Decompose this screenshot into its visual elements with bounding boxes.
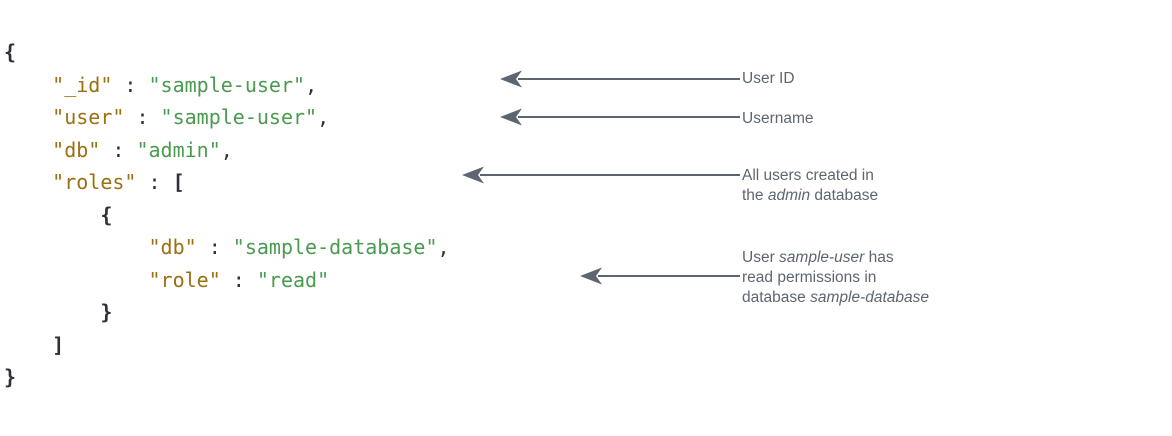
code-line: { — [4, 36, 450, 69]
annotation-line: the admin database — [742, 186, 878, 206]
annotation-username: Username — [742, 109, 814, 129]
arrow-head-icon — [500, 108, 522, 126]
leader-arrow-user-id — [500, 70, 740, 88]
code-indent — [4, 105, 52, 129]
annotation-line: User sample-user has — [742, 248, 929, 268]
leader-arrow-admin-database — [462, 166, 740, 184]
code-line: "db" : "admin", — [4, 134, 450, 167]
code-token-comma: , — [437, 235, 450, 259]
code-line: "_id" : "sample-user", — [4, 69, 450, 102]
code-token-colon: : — [136, 170, 173, 194]
annotation-line: database sample-database — [742, 288, 929, 308]
annotation-line: User ID — [742, 69, 795, 89]
annotation-line: Username — [742, 109, 814, 129]
arrow-head-icon — [500, 70, 522, 88]
code-token-punct: ] — [52, 332, 65, 357]
annotation-text: All users created in — [742, 167, 874, 184]
annotation-emphasis: sample-user — [779, 249, 865, 266]
code-indent — [4, 73, 52, 97]
code-indent — [4, 203, 100, 227]
code-token-key: "_id" — [52, 72, 113, 97]
arrow-head-icon — [462, 166, 484, 184]
code-indent — [4, 138, 52, 162]
code-token-key: "role" — [148, 267, 221, 292]
annotation-emphasis: admin — [767, 187, 811, 204]
annotation-line: read permissions in — [742, 268, 929, 288]
annotation-user-id: User ID — [742, 69, 795, 89]
annotation-emphasis: sample-database — [810, 289, 930, 306]
code-token-punct: } — [100, 300, 113, 324]
arrow-head-icon — [580, 267, 602, 285]
code-line: } — [4, 361, 450, 394]
code-line: { — [4, 199, 450, 232]
code-token-colon: : — [196, 235, 233, 259]
leader-arrow-read-permissions — [580, 267, 740, 285]
code-line: "user" : "sample-user", — [4, 101, 450, 134]
code-token-colon: : — [112, 72, 149, 97]
code-indent — [4, 170, 52, 194]
code-token-string: "sample-user" — [148, 72, 306, 97]
annotation-text: User — [742, 249, 780, 266]
annotation-text: read permissions in — [742, 269, 877, 286]
code-token-string: "sample-user" — [160, 105, 318, 129]
code-line: "db" : "sample-database", — [4, 231, 450, 264]
code-indent — [4, 333, 52, 357]
code-line: "role" : "read" — [4, 264, 450, 297]
code-indent — [4, 235, 149, 259]
code-token-punct: { — [100, 202, 113, 227]
code-token-punct: [ — [172, 170, 185, 194]
code-line: "roles" : [ — [4, 166, 450, 199]
code-token-comma: , — [220, 137, 233, 162]
code-line: } — [4, 296, 450, 329]
annotation-line: All users created in — [742, 166, 878, 186]
code-token-comma: , — [317, 105, 330, 129]
code-token-string: "admin" — [136, 137, 221, 162]
annotation-text: database — [742, 289, 811, 306]
code-token-key: "db" — [148, 235, 197, 259]
code-token-key: "user" — [52, 105, 125, 129]
code-token-colon: : — [124, 105, 161, 129]
code-indent — [4, 268, 149, 292]
code-token-string: "sample-database" — [232, 235, 438, 259]
code-token-punct: } — [4, 365, 17, 389]
annotation-text: database — [810, 187, 879, 204]
code-token-key: "roles" — [52, 170, 137, 194]
annotation-text: Username — [742, 110, 814, 127]
annotation-admin-database: All users created in the admin database — [742, 166, 878, 206]
annotation-text: the — [742, 187, 768, 204]
code-token-comma: , — [305, 72, 318, 97]
code-token-punct: { — [4, 40, 17, 64]
code-token-key: "db" — [52, 137, 101, 162]
code-indent — [4, 300, 100, 324]
code-line: ] — [4, 329, 450, 362]
code-token-string: "read" — [256, 267, 330, 292]
code-token-colon: : — [220, 267, 257, 292]
annotation-text: User ID — [742, 70, 795, 87]
code-token-colon: : — [100, 137, 137, 162]
annotation-text: has — [864, 249, 894, 266]
leader-arrow-username — [500, 108, 740, 126]
json-code-block: { "_id" : "sample-user", "user" : "sampl… — [4, 36, 450, 394]
